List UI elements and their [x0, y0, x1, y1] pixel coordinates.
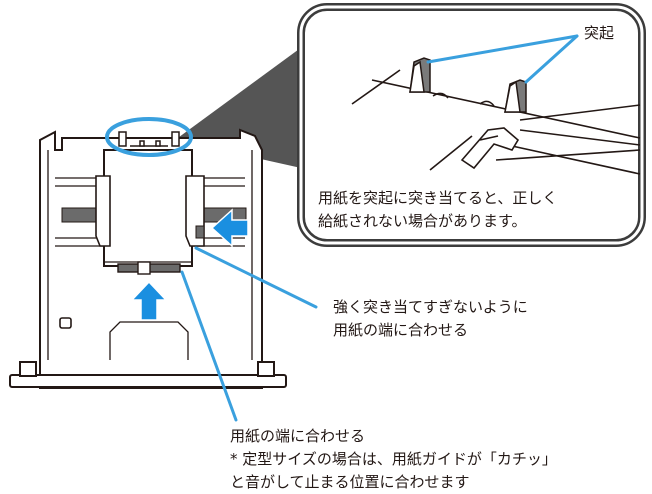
- cassette-protrusions: [118, 131, 180, 147]
- protrusion-label: 突起: [584, 24, 615, 42]
- callout-warning-line1: 用紙を突起に突き当てると、正しく: [318, 189, 558, 207]
- arrow-left-icon: [210, 208, 249, 248]
- side-note-line2: 用紙の端に合わせる: [333, 321, 469, 339]
- leader-lines: [180, 246, 318, 422]
- protrusion-tabs: [409, 57, 527, 113]
- cassette-slot: [59, 317, 72, 329]
- callout-warning-text: 用紙を突起に突き当てると、正しく 給紙されない場合があります。: [318, 187, 557, 233]
- arrow-up-icon: [130, 280, 168, 321]
- front-guide: [117, 261, 181, 275]
- callout-warning-line2: 給紙されない場合があります。: [318, 212, 527, 230]
- protrusion-leaders: [426, 34, 579, 84]
- front-guide-note: 用紙の端に合わせる * 定型サイズの場合は、用紙ガイドが「カチッ」 と音がして止…: [230, 425, 557, 494]
- side-note-line1: 強く突き当てすぎないように: [333, 298, 528, 316]
- side-guide-note: 強く突き当てすぎないように 用紙の端に合わせる: [333, 296, 528, 342]
- front-note-line1: 用紙の端に合わせる: [230, 427, 366, 445]
- protrusion-highlight-ellipse: [105, 117, 193, 157]
- callout-box: [297, 3, 646, 247]
- front-note-line3: と音がして止まる位置に合わせます: [230, 473, 470, 491]
- front-note-line2: * 定型サイズの場合は、用紙ガイドが「カチッ」: [230, 450, 557, 468]
- paper-stack: [103, 149, 193, 267]
- guide-lever: [460, 127, 520, 170]
